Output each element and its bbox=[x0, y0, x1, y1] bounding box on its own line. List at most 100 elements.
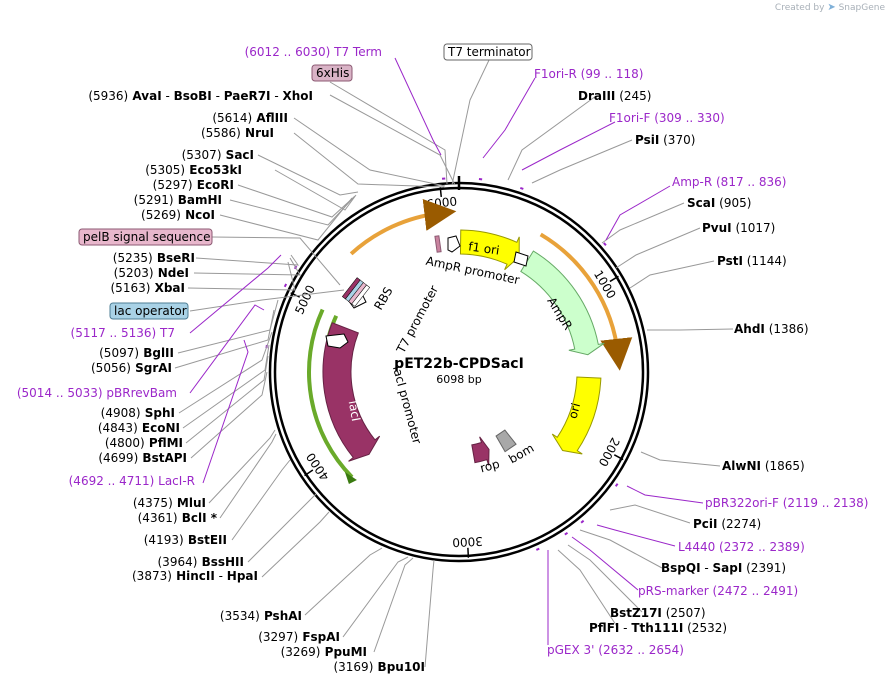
enzyme-site-label: (5056) SgrAI bbox=[91, 361, 172, 375]
primer-marker bbox=[283, 283, 288, 288]
enzyme-name: ScaI bbox=[687, 196, 715, 210]
enzyme-site-label: (4361) BclI * bbox=[138, 511, 218, 525]
enzyme-site-label: (5305) Eco53kI bbox=[145, 163, 242, 177]
primer-marker bbox=[580, 519, 585, 524]
primer-range: (4692 .. 4711) bbox=[69, 474, 155, 488]
6xhis-label: 6xHis bbox=[316, 66, 349, 80]
primer-range: (5117 .. 5136) bbox=[71, 326, 157, 340]
feature-arrow-ori bbox=[551, 376, 602, 455]
enzyme-site-label: (5269) NcoI bbox=[141, 208, 215, 222]
primer-range: (2632 .. 2654) bbox=[594, 643, 684, 657]
feature-label-ori: ori bbox=[566, 401, 584, 420]
enzyme-name: SacI bbox=[222, 148, 255, 162]
site-position: (5586) bbox=[201, 126, 241, 140]
site-position: (5097) bbox=[99, 346, 139, 360]
enzyme-site-label: (3169) Bpu10I bbox=[333, 660, 425, 674]
enzyme-name: NruI bbox=[241, 126, 274, 140]
enzyme-site-label: (3873) HincII - HpaI bbox=[132, 569, 258, 583]
enzyme-name: Tth111I bbox=[631, 621, 683, 635]
site-position: (1017) bbox=[732, 221, 776, 235]
enzyme-site-label: (3269) PpuMI bbox=[281, 645, 367, 659]
feature-label-rop: rop bbox=[479, 457, 502, 476]
orange-direction-arc bbox=[539, 232, 633, 371]
primer-name: L4440 bbox=[678, 540, 715, 554]
boxed-labels: T7 terminator 6xHis pelB signal sequence… bbox=[78, 43, 533, 320]
primer-marker bbox=[535, 547, 540, 551]
pelb-box bbox=[78, 228, 213, 246]
created-by-text: Created by bbox=[774, 3, 825, 13]
enzyme-name: EcoRI bbox=[193, 178, 234, 192]
small-features bbox=[325, 235, 529, 349]
site-position: (1144) bbox=[743, 254, 787, 268]
primer-label: pRS-marker (2472 .. 2491) bbox=[638, 584, 798, 598]
site-position: (3873) bbox=[132, 569, 172, 583]
enzyme-name: MluI bbox=[173, 496, 206, 510]
enzyme-site-label: (5297) EcoRI bbox=[153, 178, 234, 192]
enzyme-name: Bpu10I bbox=[373, 660, 425, 674]
enzyme-site-label: DraIII (245) bbox=[578, 89, 651, 103]
primer-range: (5014 .. 5033) bbox=[17, 386, 103, 400]
enzyme-name: BspQI bbox=[661, 561, 701, 575]
site-position: (5163) bbox=[111, 281, 151, 295]
snapgene-product-name: SnapGene bbox=[838, 3, 885, 13]
primer-label: pBR322ori-F (2119 .. 2138) bbox=[705, 496, 868, 510]
t7-terminator-label: T7 terminator bbox=[447, 45, 531, 59]
site-position: (5305) bbox=[145, 163, 185, 177]
feature-arrow-f1-ori bbox=[459, 229, 520, 271]
primer-label: (4692 .. 4711) LacI-R bbox=[69, 474, 195, 488]
primer-name: T7 bbox=[156, 326, 175, 340]
feature-arrow-rop bbox=[471, 436, 490, 466]
tick-mark bbox=[439, 186, 443, 197]
enzyme-name: AvaI bbox=[128, 89, 161, 103]
primer-marker bbox=[564, 531, 569, 536]
primer-range: (817 .. 836) bbox=[712, 175, 786, 189]
primer-name: Amp-R bbox=[672, 175, 712, 189]
site-position: (2391) bbox=[742, 561, 786, 575]
tick-label: 3000 bbox=[452, 534, 483, 550]
primer-label: pGEX 3' (2632 .. 2654) bbox=[547, 643, 684, 657]
enzyme-name: PstI bbox=[717, 254, 743, 268]
primer-range: (6012 .. 6030) bbox=[245, 45, 331, 59]
green-direction-arc bbox=[307, 308, 354, 479]
enzyme-site-label: PvuI (1017) bbox=[702, 221, 775, 235]
primer-name: pGEX 3' bbox=[547, 643, 594, 657]
site-separator: - bbox=[162, 89, 174, 103]
site-position: (5614) bbox=[212, 111, 252, 125]
site-position: (4361) bbox=[138, 511, 178, 525]
lac-operator-box bbox=[109, 302, 189, 320]
mcs-block bbox=[341, 277, 371, 307]
tick-label: 6000 bbox=[426, 194, 458, 211]
primer-label: (5117 .. 5136) T7 bbox=[71, 326, 175, 340]
enzyme-name: Eco53kI bbox=[185, 163, 242, 177]
site-separator: - bbox=[212, 89, 224, 103]
primer-name: pBRrevBam bbox=[103, 386, 177, 400]
primer-label: (5014 .. 5033) pBRrevBam bbox=[17, 386, 177, 400]
enzyme-site-label: (4699) BstAPI bbox=[98, 451, 187, 465]
site-position: (3964) bbox=[158, 555, 198, 569]
enzyme-name: PvuI bbox=[702, 221, 732, 235]
6xhis-box bbox=[311, 64, 353, 82]
primer-marker bbox=[614, 483, 619, 487]
enzyme-name: PciI bbox=[693, 517, 718, 531]
primer-name: pBR322ori-F bbox=[705, 496, 779, 510]
tick-mark bbox=[467, 547, 470, 558]
enzyme-name: AflIII bbox=[252, 111, 288, 125]
site-separator: - bbox=[619, 621, 631, 635]
orange-direction-arc bbox=[349, 199, 457, 256]
primer-leader-lines bbox=[189, 57, 704, 645]
enzyme-name: BglII bbox=[139, 346, 174, 360]
enzyme-name: SgrAI bbox=[131, 361, 172, 375]
feature-arrows bbox=[265, 177, 619, 551]
enzyme-name: PsiI bbox=[635, 133, 659, 147]
site-position: (5936) bbox=[88, 89, 128, 103]
site-position: (245) bbox=[615, 89, 651, 103]
pelb-feature-mark bbox=[434, 235, 442, 253]
site-position: (4193) bbox=[144, 533, 184, 547]
tick-mark bbox=[304, 469, 314, 477]
site-position: (3169) bbox=[333, 660, 373, 674]
enzyme-name: EcoNI bbox=[138, 421, 180, 435]
enzyme-name: PpuMI bbox=[320, 645, 367, 659]
enzyme-name: HincII bbox=[172, 569, 215, 583]
primer-label: F1ori-F (309 .. 330) bbox=[609, 111, 725, 125]
feature-arrow-bom bbox=[495, 429, 517, 453]
